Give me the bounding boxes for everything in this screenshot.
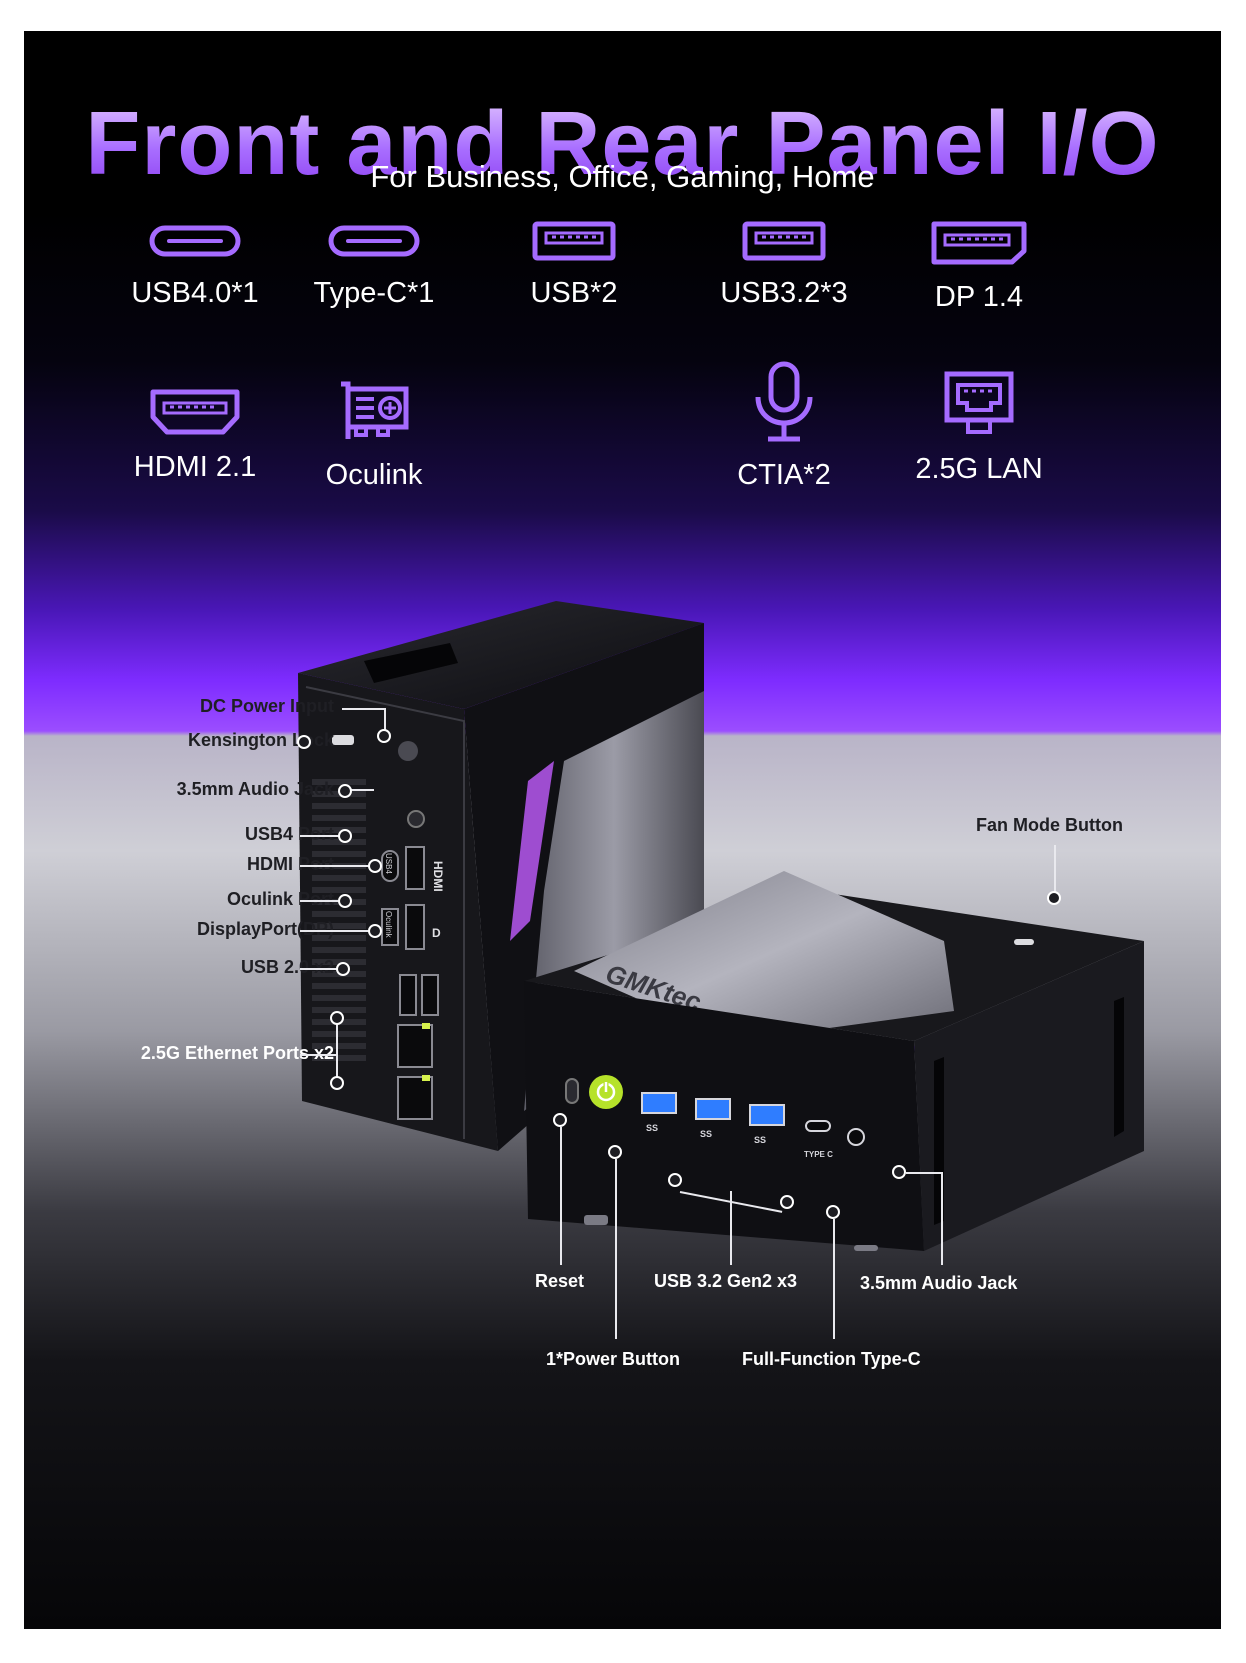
leader-line xyxy=(300,835,340,837)
feature-usb4: USB4.0*1 xyxy=(95,221,295,310)
leader-line xyxy=(1054,845,1056,893)
feature-lan: 2.5G LAN xyxy=(879,371,1079,486)
hdmi-port-icon xyxy=(150,389,240,435)
page-subtitle: For Business, Office, Gaming, Home xyxy=(370,159,875,194)
leader-line xyxy=(384,708,386,730)
callout-front-audio: 3.5mm Audio Jack xyxy=(860,1273,1018,1293)
callout-kensington: Kensington Lock xyxy=(187,730,334,750)
callout-oculink: Oculink Port xyxy=(226,889,334,909)
feature-label: USB4.0*1 xyxy=(131,277,259,309)
leader-line xyxy=(560,1127,562,1265)
callout-hdmi: HDMI Port xyxy=(247,854,334,874)
callout-reset: Reset xyxy=(535,1271,585,1291)
usb-ss-print: SS xyxy=(700,1129,712,1139)
callout-pin xyxy=(780,1195,794,1209)
feature-label: Type-C*1 xyxy=(313,277,435,309)
poster: Front and Rear Panel I/O For Business, O… xyxy=(24,31,1221,1629)
callout-pin xyxy=(368,859,382,873)
leader-line xyxy=(342,708,386,710)
callout-pin xyxy=(338,894,352,908)
typec-print: TYPE C xyxy=(804,1150,833,1159)
callout-pin xyxy=(330,1076,344,1090)
rear-dp-print: D xyxy=(432,926,441,940)
feature-dp: DP 1.4 xyxy=(879,221,1079,314)
callout-pin xyxy=(608,1145,622,1159)
callout-pin xyxy=(826,1205,840,1219)
ethernet-port-icon xyxy=(944,371,1014,434)
callout-fan-mode: Fan Mode Button xyxy=(976,815,1123,835)
displayport-icon xyxy=(931,221,1027,265)
leader-line xyxy=(906,1172,942,1174)
usb-a-port-icon xyxy=(532,221,616,261)
usb-c-port-icon xyxy=(328,225,420,257)
oculink-card-icon xyxy=(341,381,409,439)
feature-label: CTIA*2 xyxy=(737,459,831,491)
leader-line xyxy=(300,865,370,867)
feature-label: HDMI 2.1 xyxy=(133,451,257,483)
callout-rear-audio: 3.5mm Audio Jack xyxy=(176,779,334,799)
rear-oculink-print: Oculink xyxy=(384,911,393,939)
callout-pin xyxy=(297,735,311,749)
feature-typec: Type-C*1 xyxy=(274,221,474,310)
callout-pin xyxy=(553,1113,567,1127)
callout-pin xyxy=(338,784,352,798)
page-title: Front and Rear Panel I/O xyxy=(24,93,1221,196)
feature-label: USB*2 xyxy=(530,277,618,309)
callout-pin xyxy=(892,1165,906,1179)
feature-label: 2.5G LAN xyxy=(915,453,1043,485)
leader-line xyxy=(336,1021,338,1081)
leader-line xyxy=(833,1219,835,1339)
leader-line xyxy=(300,968,338,970)
callout-dc-power: DC Power Input xyxy=(200,696,334,716)
feature-label: Oculink xyxy=(325,459,423,491)
feature-usb32: USB3.2*3 xyxy=(684,221,884,310)
feature-ctia: CTIA*2 xyxy=(684,361,884,492)
leader-line xyxy=(730,1191,732,1265)
leader-line xyxy=(615,1159,617,1339)
callout-ethernet: 2.5G Ethernet Ports x2 xyxy=(140,1043,334,1063)
feature-usb2: USB*2 xyxy=(474,221,674,310)
callout-dp: DisplayPort(DP) xyxy=(196,919,334,939)
callout-typec: Full-Function Type-C xyxy=(742,1349,921,1369)
rear-hdmi-print: HDMI xyxy=(431,861,445,892)
leader-line xyxy=(342,789,374,791)
feature-label: USB3.2*3 xyxy=(720,277,848,309)
microphone-icon xyxy=(755,361,813,442)
callout-pin xyxy=(1047,891,1061,905)
callout-pin xyxy=(368,924,382,938)
callout-pin xyxy=(330,1011,344,1025)
callout-pin xyxy=(377,729,391,743)
callout-pin xyxy=(336,962,350,976)
leader-line xyxy=(300,900,340,902)
feature-label: DP 1.4 xyxy=(934,281,1024,313)
callout-usb2: USB 2.0 x2 xyxy=(240,957,334,977)
callout-pin xyxy=(668,1173,682,1187)
usb-ss-print: SS xyxy=(646,1123,658,1133)
feature-oculink: Oculink xyxy=(274,381,474,492)
feature-hdmi: HDMI 2.1 xyxy=(95,389,295,484)
usb-c-port-icon xyxy=(149,225,241,257)
callout-usb4: USB4 Port xyxy=(244,824,334,844)
front-unit-illustration: GMKtec SS SS SS TYPE C xyxy=(524,871,1144,1251)
callout-usb32: USB 3.2 Gen2 x3 xyxy=(654,1271,798,1291)
rear-usb4-print: USB4 xyxy=(384,853,393,874)
leader-line xyxy=(300,930,370,932)
leader-line xyxy=(300,1054,336,1056)
usb-a-port-icon xyxy=(742,221,826,261)
callout-power-button: 1*Power Button xyxy=(546,1349,681,1369)
usb-ss-print: SS xyxy=(754,1135,766,1145)
leader-line xyxy=(941,1172,943,1265)
callout-pin xyxy=(338,829,352,843)
